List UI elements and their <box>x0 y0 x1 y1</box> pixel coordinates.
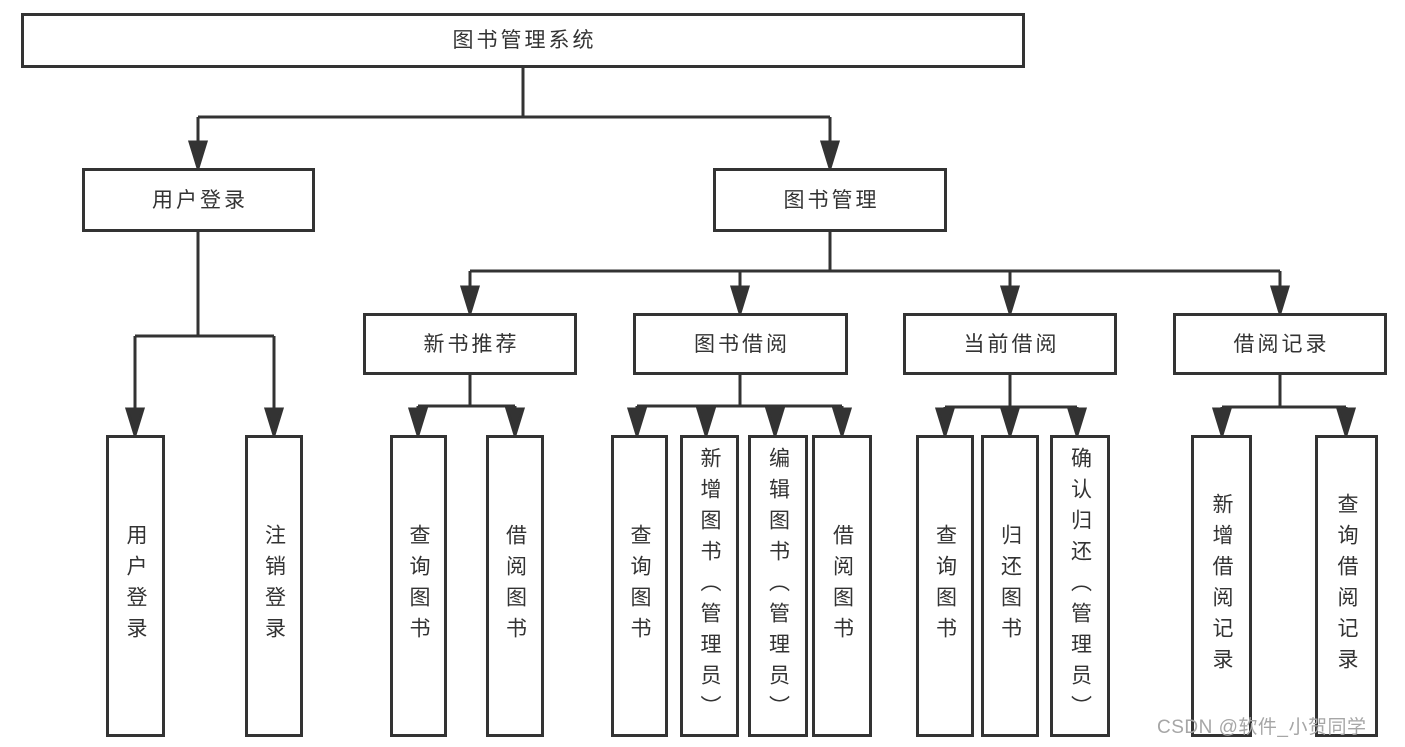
leaf-recommend-borrow-books: 借阅图书 <box>486 435 544 737</box>
connector-new-book-recommend <box>416 375 517 410</box>
connector-root <box>196 68 832 143</box>
arrowhead <box>263 407 285 441</box>
leaf-user-login: 用户登录 <box>106 435 165 737</box>
node-new-book-recommend: 新书推荐 <box>363 313 577 375</box>
connector-book-borrow <box>635 375 844 410</box>
arrowhead <box>1269 285 1291 319</box>
arrowhead <box>999 285 1021 319</box>
leaf-recommend-query-books: 查询图书 <box>390 435 447 737</box>
arrowhead <box>459 285 481 319</box>
arrowhead <box>1211 407 1233 441</box>
arrowhead <box>729 285 751 319</box>
arrowhead <box>626 407 648 441</box>
arrowhead <box>124 407 146 441</box>
arrowhead <box>504 407 526 441</box>
leaf-current-query-books: 查询图书 <box>916 435 974 737</box>
arrowhead <box>764 407 786 441</box>
csdn-watermark: CSDN @软件_小贺同学 <box>1157 717 1367 738</box>
leaf-current-return-books: 归还图书 <box>981 435 1039 737</box>
node-borrow-records: 借阅记录 <box>1173 313 1387 375</box>
node-root: 图书管理系统 <box>21 13 1025 68</box>
arrowhead <box>819 140 841 174</box>
leaf-borrow-add-books-admin: 新增图书（管理员） <box>680 435 739 737</box>
leaf-records-query-record: 查询借阅记录 <box>1315 435 1378 737</box>
connector-user-login <box>133 232 276 410</box>
node-book-management: 图书管理 <box>713 168 947 232</box>
arrowhead <box>695 407 717 441</box>
arrowhead <box>831 407 853 441</box>
leaf-borrow-borrow-books: 借阅图书 <box>812 435 872 737</box>
connector-borrow-records <box>1220 375 1348 410</box>
node-user-login: 用户登录 <box>82 168 315 232</box>
connector-book-management <box>468 232 1282 288</box>
connector-current-borrow <box>943 375 1079 410</box>
node-book-borrow: 图书借阅 <box>633 313 848 375</box>
arrowhead <box>187 140 209 174</box>
leaf-borrow-query-books: 查询图书 <box>611 435 668 737</box>
arrowhead <box>1335 407 1357 441</box>
leaf-logout: 注销登录 <box>245 435 303 737</box>
arrowhead <box>999 407 1021 441</box>
leaf-current-confirm-return-admin: 确认归还（管理员） <box>1050 435 1110 737</box>
leaf-records-add-record: 新增借阅记录 <box>1191 435 1252 737</box>
arrowhead <box>934 407 956 441</box>
node-current-borrow: 当前借阅 <box>903 313 1117 375</box>
arrowhead <box>407 407 429 441</box>
leaf-borrow-edit-books-admin: 编辑图书（管理员） <box>748 435 808 737</box>
arrowhead <box>1066 407 1088 441</box>
